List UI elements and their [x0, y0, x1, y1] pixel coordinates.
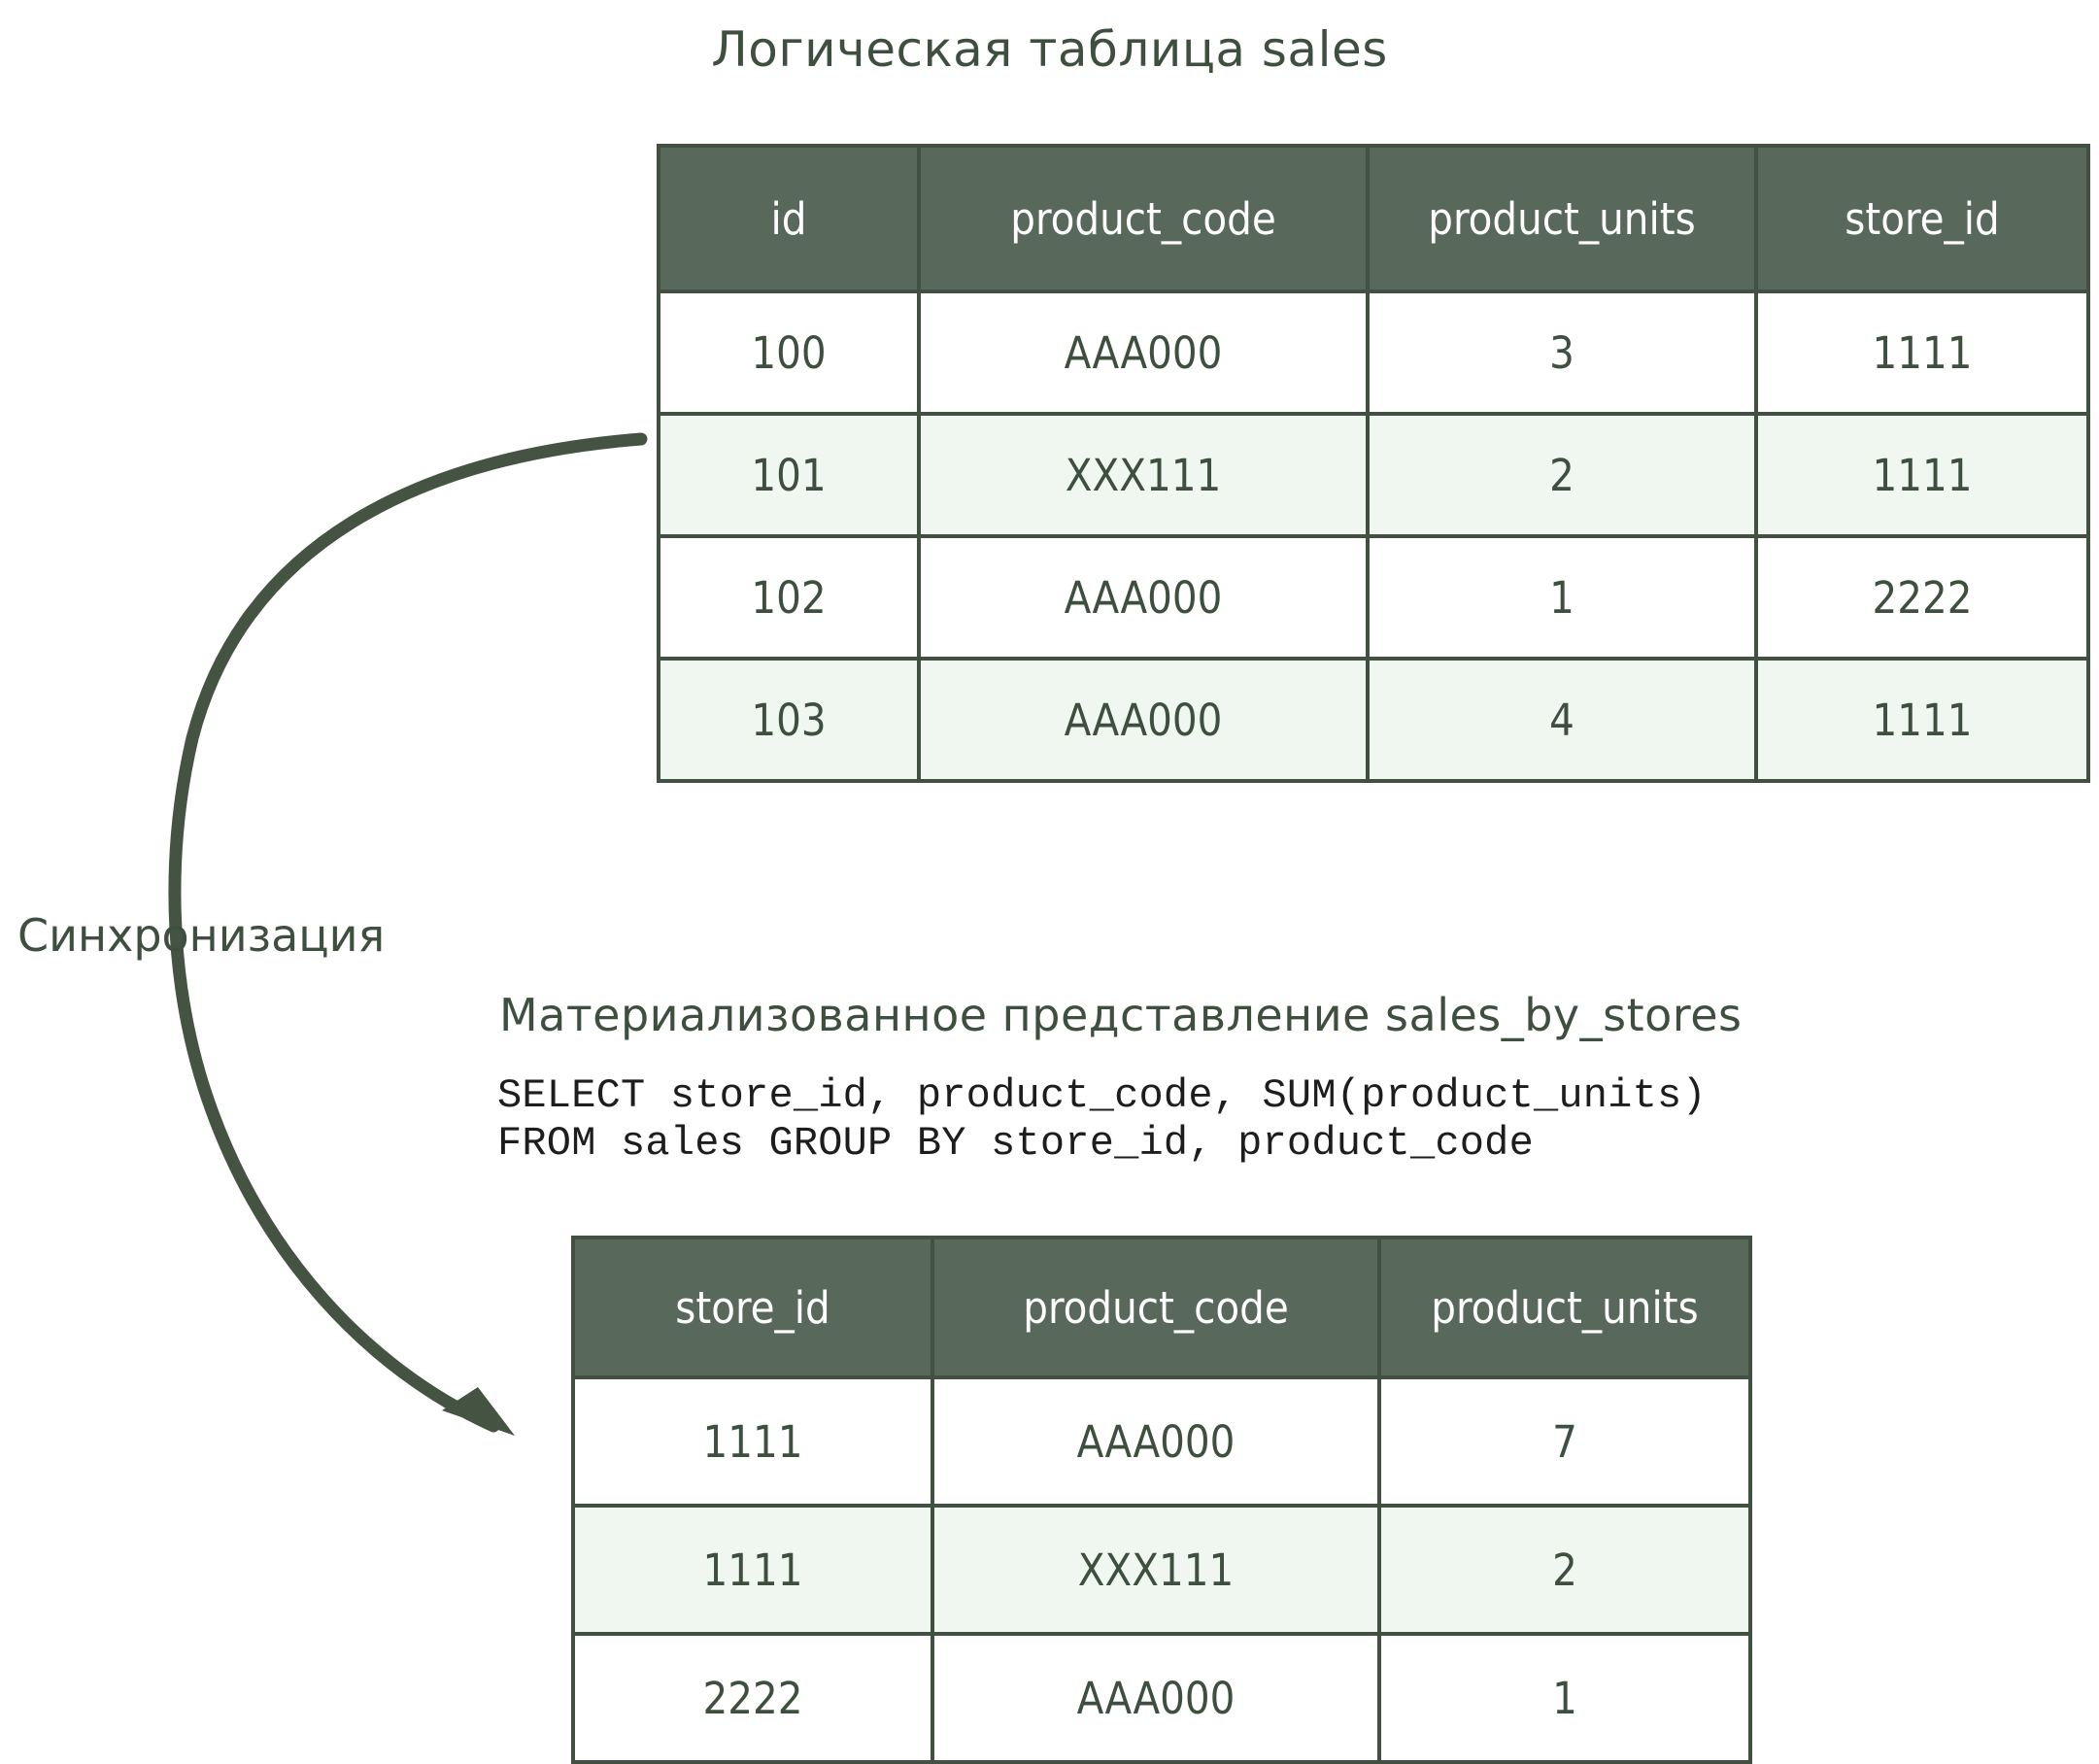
column-header-product-code: product_code — [931, 1236, 1381, 1379]
cell-product-code: AAA000 — [931, 1632, 1381, 1764]
logical-table-title: Логическая таблица sales — [711, 21, 1388, 78]
cell-product-code: AAA000 — [917, 534, 1370, 661]
cell-product-units: 1 — [1366, 534, 1758, 661]
cell-product-units: 7 — [1377, 1375, 1752, 1508]
table-row: 1111 AAA000 7 — [571, 1375, 1752, 1508]
materialized-view-table-sales-by-stores: store_id product_code product_units 1111… — [571, 1236, 1752, 1764]
cell-store-id: 2222 — [1754, 534, 2090, 661]
sql-line-2: FROM sales GROUP BY store_id, product_co… — [497, 1120, 1534, 1168]
cell-store-id: 2222 — [571, 1632, 934, 1764]
column-header-store-id: store_id — [1754, 144, 2090, 293]
cell-product-code: XXX111 — [917, 412, 1370, 538]
cell-store-id: 1111 — [1754, 412, 2090, 538]
cell-product-code: AAA000 — [917, 657, 1370, 783]
cell-id: 101 — [657, 412, 921, 538]
cell-product-units: 4 — [1366, 657, 1758, 783]
cell-id: 103 — [657, 657, 921, 783]
column-header-id: id — [657, 144, 921, 293]
table-row: 101 XXX111 2 1111 — [657, 412, 2090, 538]
column-header-product-units: product_units — [1377, 1236, 1752, 1379]
table-header-row: store_id product_code product_units — [571, 1236, 1752, 1379]
sql-line-1: SELECT store_id, product_code, SUM(produ… — [497, 1072, 1707, 1119]
cell-id: 102 — [657, 534, 921, 661]
logical-table-sales: id product_code product_units store_id 1… — [657, 144, 2090, 783]
column-header-store-id: store_id — [571, 1236, 934, 1379]
cell-product-units: 1 — [1377, 1632, 1752, 1764]
cell-product-code: XXX111 — [931, 1504, 1381, 1636]
table-row: 2222 AAA000 1 — [571, 1632, 1752, 1764]
sql-query-block: SELECT store_id, product_code, SUM(produ… — [497, 1072, 1707, 1168]
materialized-view-title: Материализованное представление sales_by… — [499, 989, 1743, 1041]
cell-id: 100 — [657, 289, 921, 416]
cell-product-units: 2 — [1366, 412, 1758, 538]
column-header-product-units: product_units — [1366, 144, 1758, 293]
cell-product-code: AAA000 — [931, 1375, 1381, 1508]
cell-product-units: 3 — [1366, 289, 1758, 416]
cell-store-id: 1111 — [1754, 657, 2090, 783]
table-row: 1111 XXX111 2 — [571, 1504, 1752, 1636]
cell-product-code: AAA000 — [917, 289, 1370, 416]
cell-product-units: 2 — [1377, 1504, 1752, 1636]
table-row: 102 AAA000 1 2222 — [657, 534, 2090, 661]
sync-arrow-label: Синхронизация — [17, 909, 386, 962]
table-row: 100 AAA000 3 1111 — [657, 289, 2090, 416]
cell-store-id: 1111 — [571, 1375, 934, 1508]
cell-store-id: 1111 — [571, 1504, 934, 1636]
column-header-product-code: product_code — [917, 144, 1370, 293]
table-header-row: id product_code product_units store_id — [657, 144, 2090, 293]
cell-store-id: 1111 — [1754, 289, 2090, 416]
table-row: 103 AAA000 4 1111 — [657, 657, 2090, 783]
